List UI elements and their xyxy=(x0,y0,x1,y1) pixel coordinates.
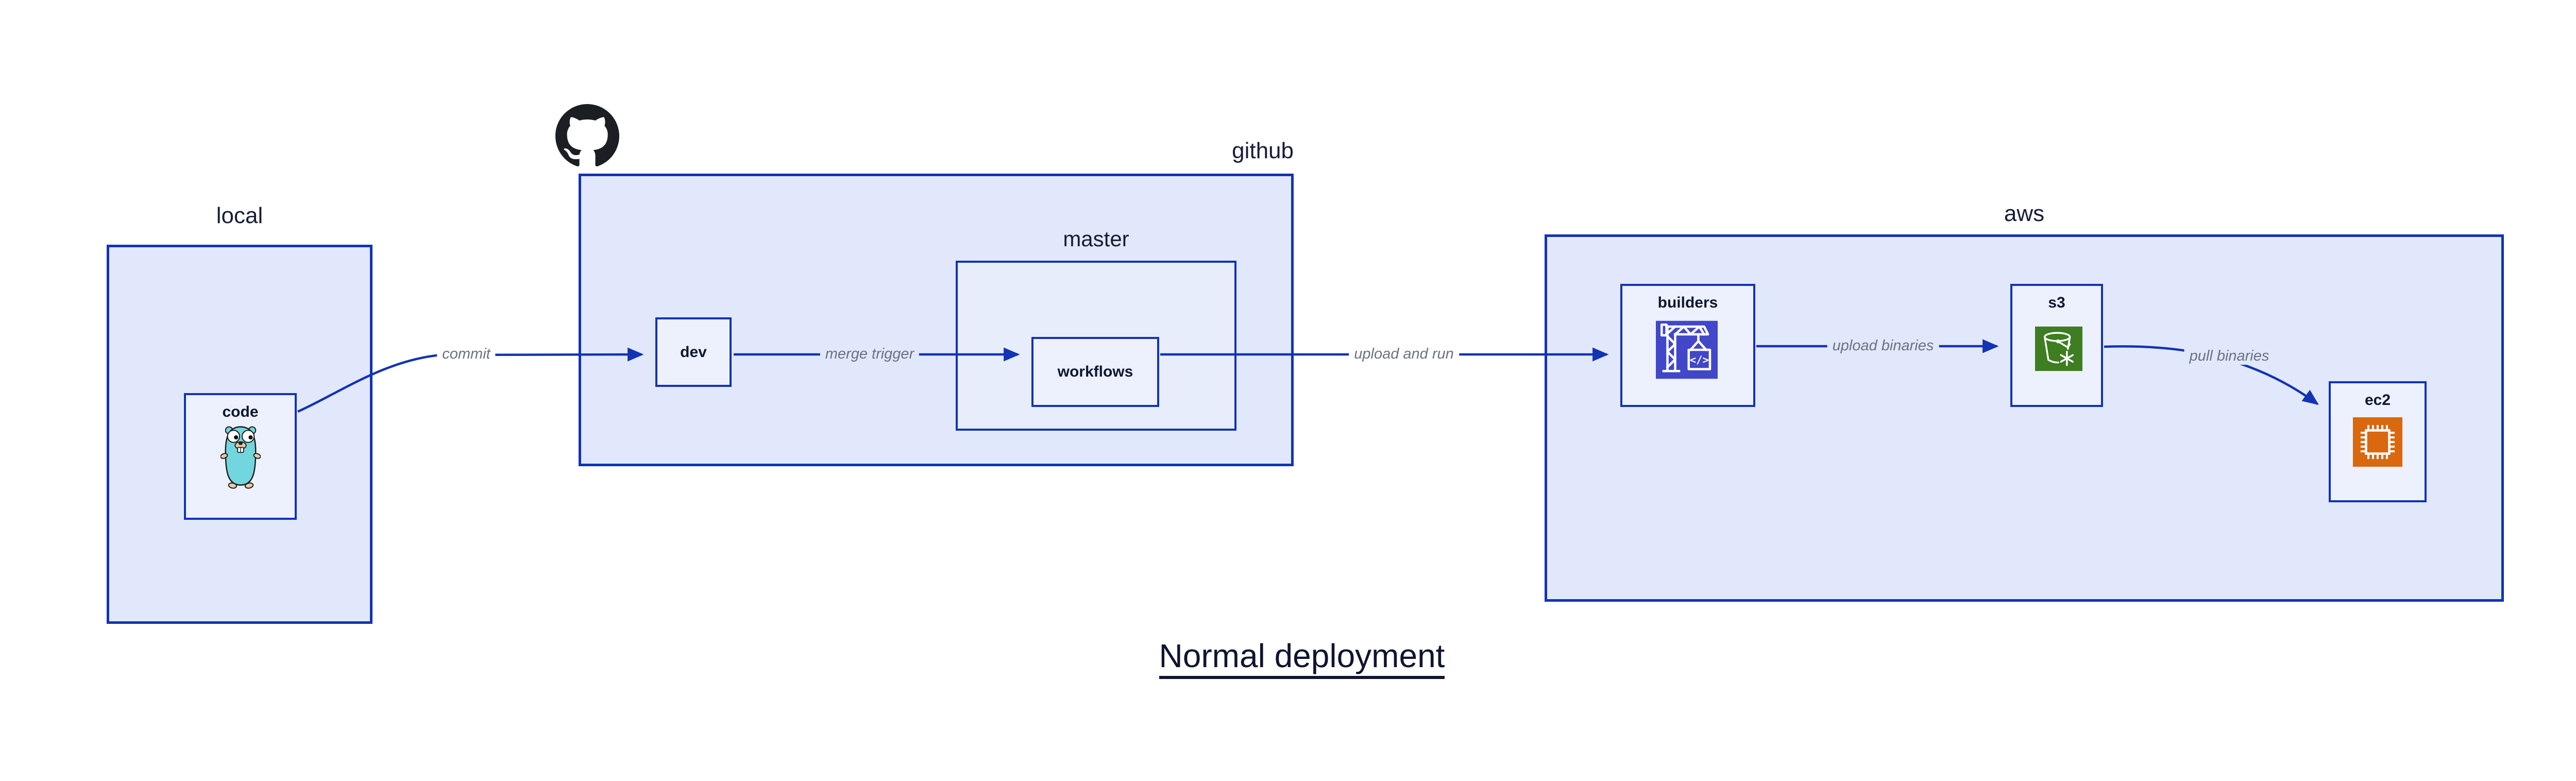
go-gopher-icon xyxy=(221,426,261,489)
diagram-title: Normal deployment xyxy=(0,638,2576,680)
edge-pull-binaries-label: pull binaries xyxy=(2184,348,2275,365)
workflows-node: workflows xyxy=(1031,337,1159,407)
github-group-label: github xyxy=(1232,138,1294,163)
edge-upload-binaries-label: upload binaries xyxy=(1827,337,1939,354)
s3-bucket-icon xyxy=(2035,326,2082,371)
dev-node: dev xyxy=(655,317,732,387)
diagram-title-text: Normal deployment xyxy=(1159,638,1445,680)
aws-group-label: aws xyxy=(2004,201,2045,226)
github-octocat-icon xyxy=(555,104,619,166)
ec2-chip-icon xyxy=(2353,417,2402,467)
edge-commit-label: commit xyxy=(437,346,496,363)
ec2-node-label: ec2 xyxy=(2364,392,2391,409)
svg-text:</>: </> xyxy=(1690,353,1709,366)
master-group-label: master xyxy=(1063,227,1129,251)
workflows-node-label: workflows xyxy=(1057,363,1133,380)
edge-merge-trigger-label: merge trigger xyxy=(820,346,920,363)
dev-node-label: dev xyxy=(680,343,707,361)
codebuild-crane-icon: </> xyxy=(1656,320,1718,379)
edge-upload-and-run-label: upload and run xyxy=(1349,346,1459,363)
s3-node-label: s3 xyxy=(2048,294,2065,311)
builders-node-label: builders xyxy=(1657,294,1718,311)
code-node-label: code xyxy=(222,403,259,420)
local-group-label: local xyxy=(216,203,263,228)
